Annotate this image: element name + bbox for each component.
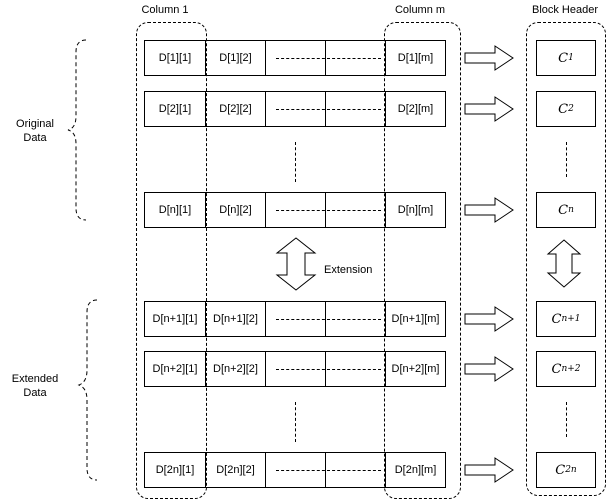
right-arrow-row-n-plus-2 bbox=[464, 356, 514, 382]
data-cell-rn1-cm: D[n+1][m] bbox=[385, 301, 446, 337]
block-header-group bbox=[526, 22, 606, 496]
row-ellipsis-dashes bbox=[276, 470, 381, 471]
right-arrow-row-n-plus-1 bbox=[464, 306, 514, 332]
data-cell-r2-cm: D[2][m] bbox=[385, 91, 446, 127]
column-m-header: Column m bbox=[394, 4, 446, 16]
column-m-group bbox=[384, 22, 461, 499]
original-data-label-line2: Data bbox=[23, 132, 47, 144]
extension-double-arrow bbox=[275, 237, 317, 291]
block-header-double-arrow bbox=[546, 239, 582, 288]
data-cell-rn2-cm: D[n+2][m] bbox=[385, 351, 446, 387]
vertical-ellipsis-dashes bbox=[566, 142, 567, 177]
right-arrow-row-n bbox=[464, 197, 514, 223]
row-ellipsis-dashes bbox=[276, 210, 381, 211]
extension-label: Extension bbox=[324, 264, 373, 276]
right-arrow-row-2n bbox=[464, 457, 514, 483]
data-cell-rn-cm: D[n][m] bbox=[385, 192, 446, 228]
extended-data-label-line1: Extended bbox=[11, 373, 59, 385]
block-header-title: Block Header bbox=[531, 4, 599, 16]
original-data-label-line1: Original bbox=[16, 118, 54, 130]
extended-data-brace bbox=[77, 299, 98, 481]
data-cell-r2n-cm: D[2n][m] bbox=[385, 452, 446, 488]
row-ellipsis-dashes bbox=[276, 109, 381, 110]
extended-data-label-line2: Data bbox=[23, 387, 47, 399]
column-1-group bbox=[136, 22, 207, 499]
column-1-header: Column 1 bbox=[141, 4, 189, 16]
right-arrow-row-1 bbox=[464, 45, 514, 71]
original-data-brace bbox=[67, 39, 87, 221]
vertical-ellipsis-dashes bbox=[295, 142, 296, 182]
right-arrow-row-2 bbox=[464, 96, 514, 122]
row-ellipsis-dashes bbox=[276, 58, 381, 59]
row-ellipsis-dashes bbox=[276, 369, 381, 370]
data-cell-r1-cm: D[1][m] bbox=[385, 40, 446, 76]
vertical-ellipsis-dashes bbox=[295, 402, 296, 442]
vertical-ellipsis-dashes bbox=[566, 402, 567, 437]
row-ellipsis-dashes bbox=[276, 319, 381, 320]
